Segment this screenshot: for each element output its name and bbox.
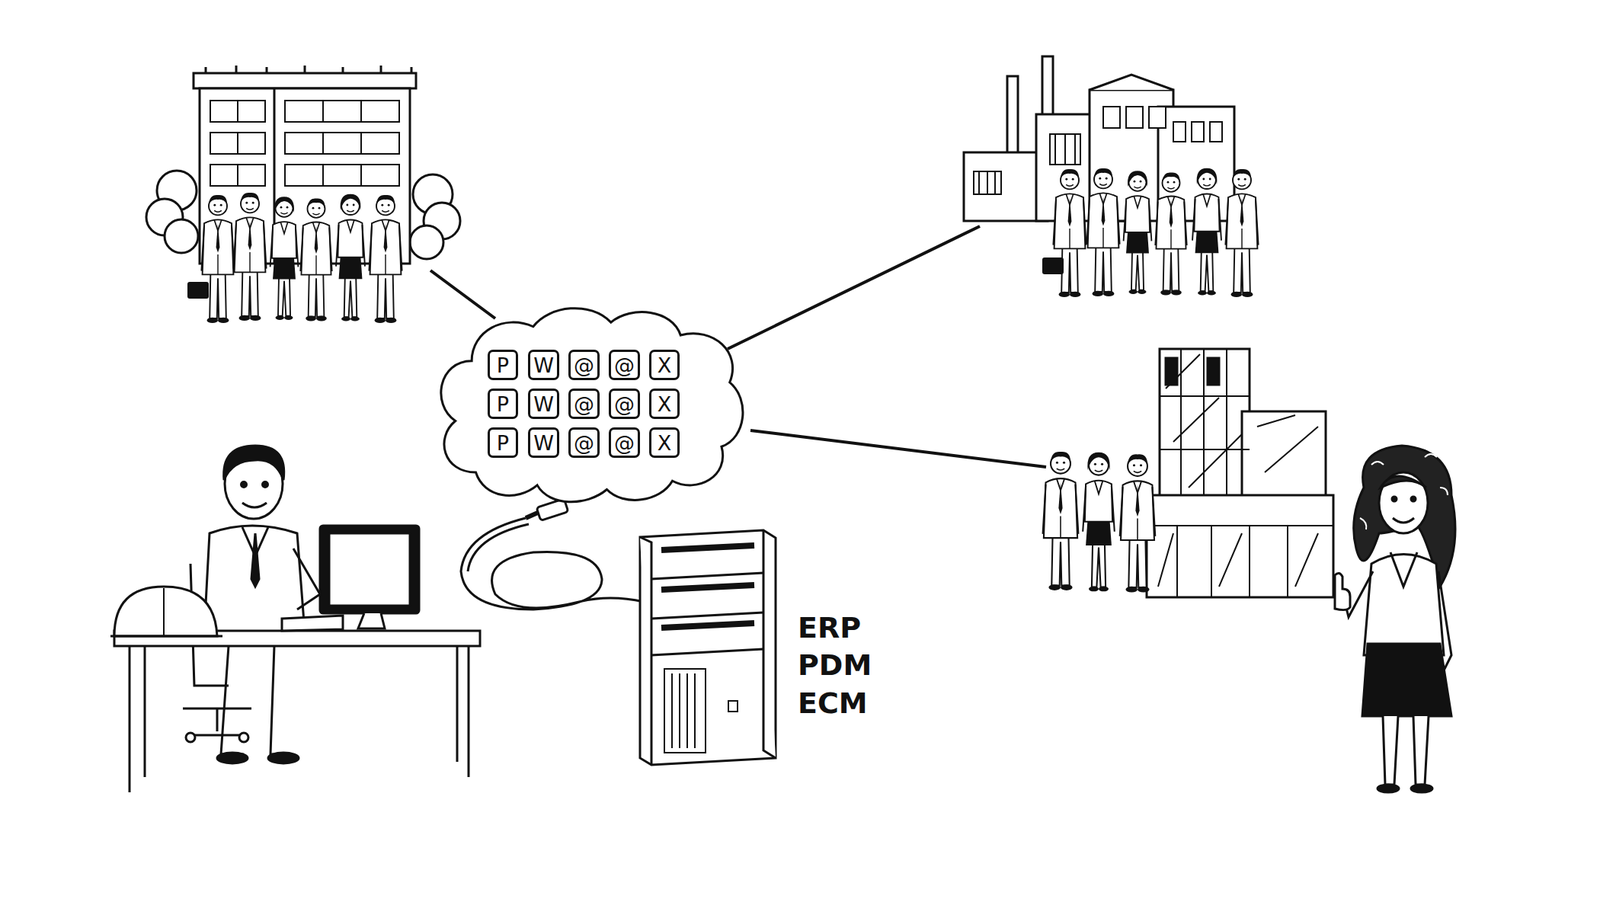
app-icon: X — [649, 349, 680, 381]
presenter-woman — [1334, 445, 1456, 793]
person — [1120, 454, 1156, 592]
icon-letter: P — [496, 355, 509, 376]
icon-letter: X — [657, 355, 672, 376]
icon-letter: P — [496, 393, 509, 415]
icon-letter: W — [533, 432, 554, 454]
person — [336, 194, 365, 322]
app-icon: W — [528, 427, 560, 458]
person — [1086, 168, 1120, 297]
system-label: ERP — [797, 612, 861, 645]
person — [300, 198, 332, 321]
person — [1052, 169, 1086, 298]
link-line — [750, 430, 1047, 468]
app-icon: @ — [568, 427, 600, 458]
icon-letter: @ — [573, 355, 595, 376]
person — [233, 192, 266, 321]
network-cable — [460, 495, 644, 610]
person — [1082, 452, 1115, 592]
person — [201, 195, 234, 324]
person — [1225, 169, 1258, 298]
briefcase — [1042, 257, 1064, 275]
person — [368, 195, 402, 324]
link-line — [727, 226, 980, 349]
icon-letter: W — [533, 355, 554, 376]
icon-letter: P — [496, 432, 509, 454]
briefcase — [187, 281, 209, 299]
icon-letter: @ — [614, 355, 635, 376]
icon-letter: W — [533, 393, 554, 415]
icon-letter: @ — [614, 432, 635, 454]
people-group — [1042, 168, 1259, 298]
app-icon: @ — [608, 427, 640, 458]
engineer-at-desk — [110, 445, 480, 793]
person — [1123, 170, 1152, 295]
app-icon: @ — [568, 349, 600, 381]
person — [1043, 451, 1079, 591]
person — [1192, 168, 1222, 296]
app-icon: P — [487, 427, 519, 458]
system-label: ECM — [797, 688, 868, 720]
app-icon: P — [487, 388, 519, 420]
system-label: PDM — [797, 649, 872, 682]
cloud-shape — [441, 308, 743, 503]
server-tower — [640, 530, 776, 765]
app-icon: W — [528, 349, 560, 381]
icon-letter: X — [657, 432, 672, 454]
app-icon: X — [649, 388, 680, 420]
icon-letter: X — [657, 393, 672, 415]
icon-letter: @ — [614, 393, 635, 415]
people-group — [1043, 451, 1156, 593]
cloud: P W @ @ X P W @ @ X P W @ @ X — [426, 300, 755, 507]
app-icon: @ — [608, 388, 640, 420]
app-icon: P — [487, 349, 519, 381]
app-icon: W — [528, 388, 560, 420]
glass-building — [1146, 348, 1334, 598]
people-group — [187, 192, 403, 324]
app-icon: @ — [568, 388, 600, 420]
app-icon: X — [649, 427, 680, 458]
person — [270, 196, 299, 320]
icon-letter: @ — [573, 393, 595, 415]
app-icon: @ — [608, 349, 640, 381]
person — [1155, 172, 1187, 295]
icon-letter: @ — [573, 432, 595, 454]
link-line — [430, 270, 496, 319]
